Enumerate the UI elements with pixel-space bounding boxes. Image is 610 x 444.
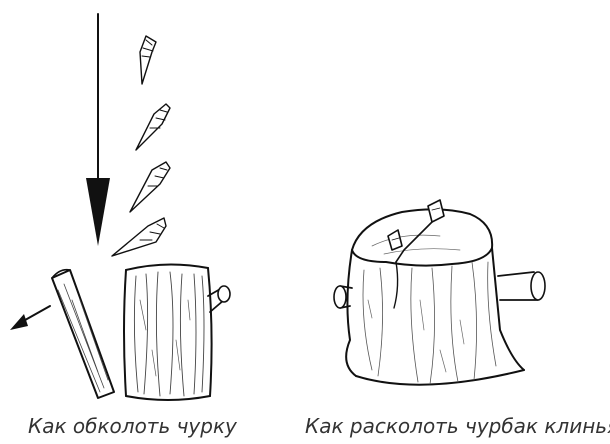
blade-stroke-4	[112, 218, 166, 256]
left-caption: Как обколоть чурку	[28, 414, 237, 438]
right-illustration	[334, 200, 545, 385]
right-caption: Как расколоть чурбак клиньями	[305, 414, 610, 438]
stump-top	[352, 209, 492, 265]
blade-stroke-2	[136, 104, 170, 150]
standing-log	[124, 264, 230, 400]
slab-direction-arrow	[10, 306, 50, 330]
down-arrow	[86, 14, 110, 246]
split-slab	[52, 270, 114, 398]
blade-stroke-3	[130, 162, 170, 212]
left-illustration	[10, 14, 230, 400]
blade-stroke-1	[140, 36, 156, 84]
stump-body	[334, 248, 545, 385]
